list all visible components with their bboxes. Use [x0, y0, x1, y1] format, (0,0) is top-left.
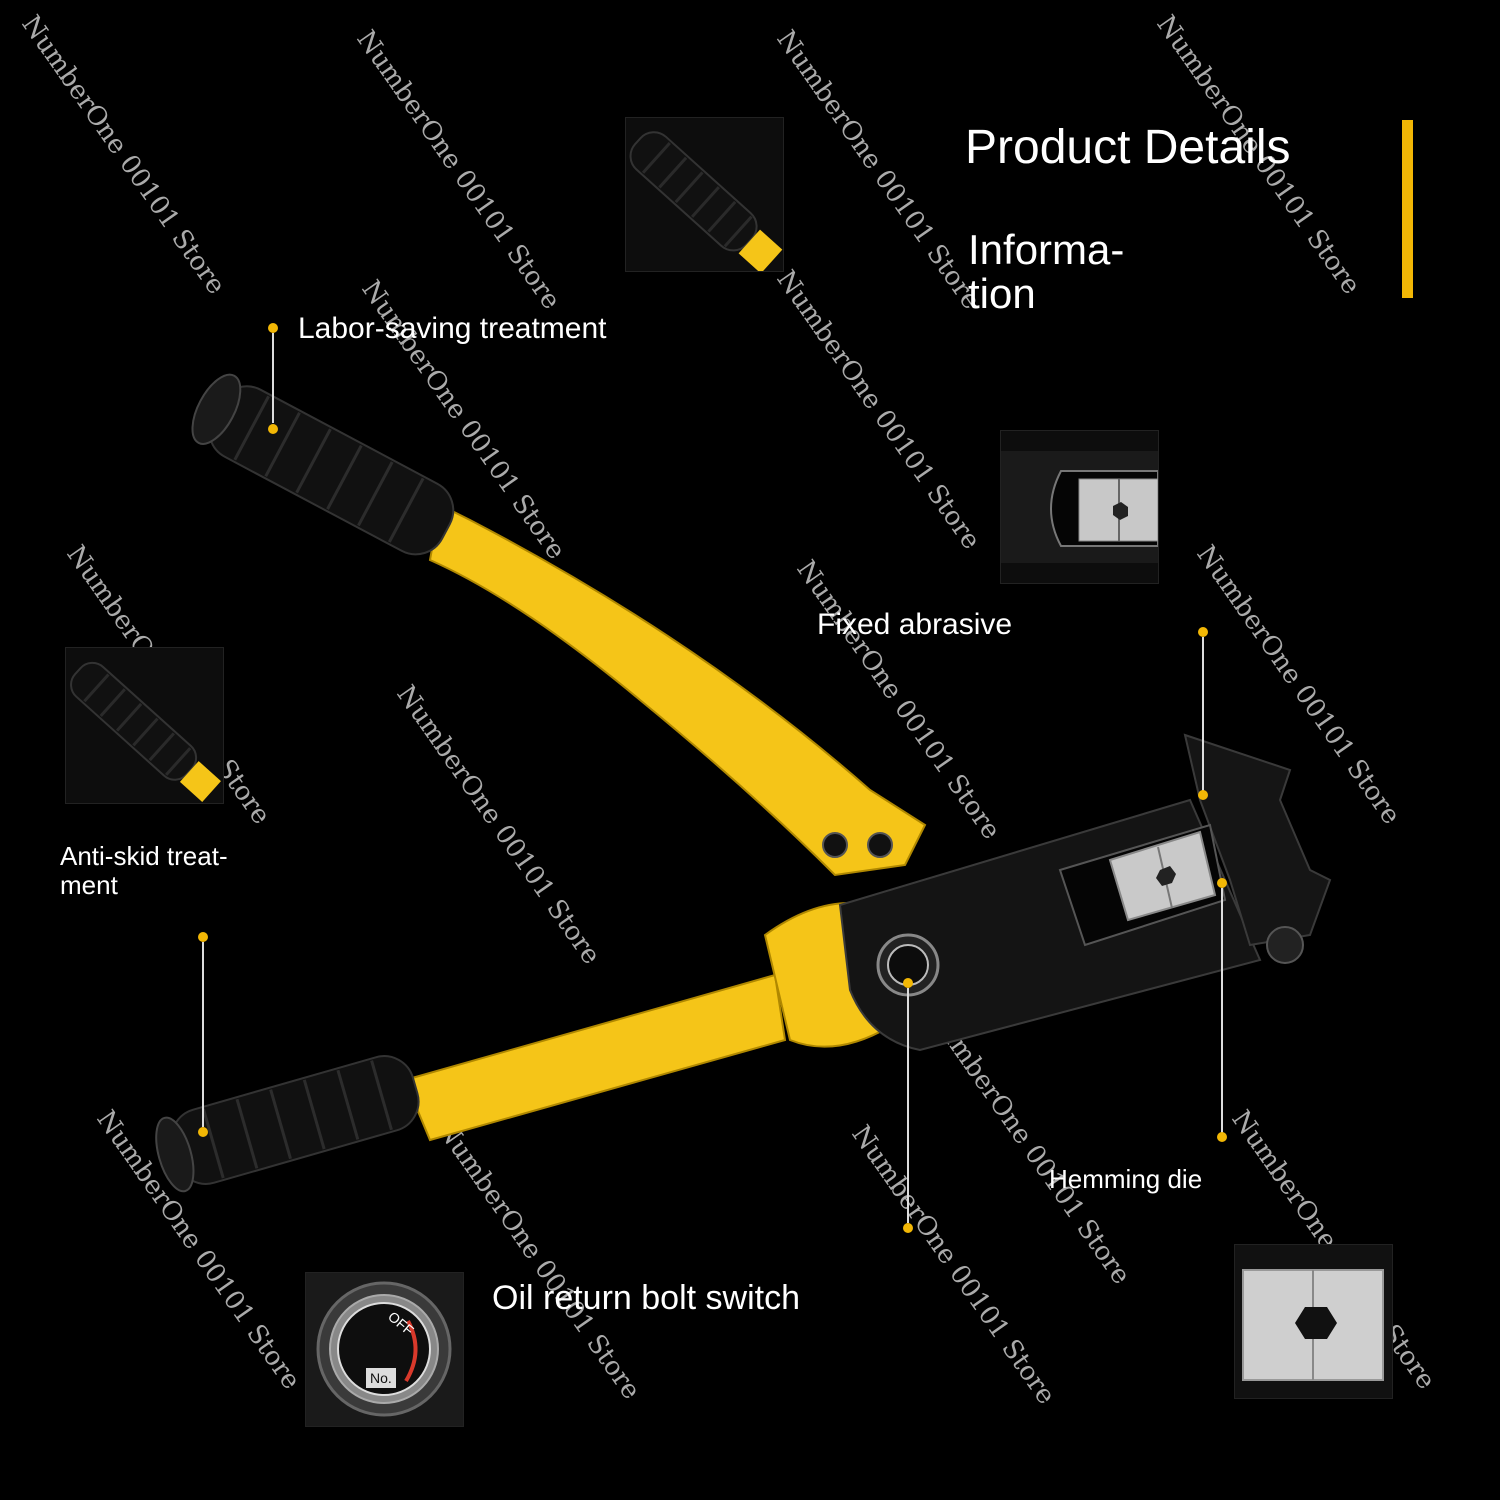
label-oil-return: Oil return bolt switch: [492, 1279, 800, 1317]
hemming-die-image: [1242, 1269, 1384, 1381]
callout-line: [272, 333, 274, 423]
switch-no-text: No.: [370, 1370, 392, 1386]
callout-line: [1202, 637, 1204, 792]
grip-detail-image: [629, 131, 783, 271]
accent-bar: [1402, 120, 1413, 298]
anti-skid-grip-image: [70, 661, 221, 802]
callout-dot: [903, 1223, 913, 1233]
die-detail-image: [1001, 451, 1158, 563]
callout-dot: [198, 1127, 208, 1137]
label-fixed-abrasive: Fixed abrasive: [817, 608, 1013, 641]
label-hemming-die: Hemming die: [1049, 1164, 1203, 1194]
callout-dot: [268, 323, 278, 333]
callout-dot: [903, 978, 913, 988]
page-subtitle: Informa- tion: [968, 226, 1125, 318]
callout-dot: [268, 424, 278, 434]
label-anti-skid: Anti-skid treat- ment: [60, 841, 228, 900]
die-thumbnail-bottom: [1234, 1244, 1393, 1399]
label-labor-saving: Labor-saving treatment: [298, 312, 607, 345]
callout-dot: [1198, 627, 1208, 637]
grip-thumbnail-left: [65, 647, 224, 804]
callout-line: [202, 942, 204, 1127]
switch-thumbnail: OFF No.: [305, 1272, 464, 1427]
die-thumbnail-top: [1000, 430, 1159, 584]
callout-dot: [1198, 790, 1208, 800]
oil-return-switch-image: OFF No.: [316, 1281, 452, 1417]
grip-thumbnail-top: [625, 117, 784, 272]
callout-dot: [1217, 878, 1227, 888]
callout-dot: [198, 932, 208, 942]
page-title: Product Details: [965, 121, 1291, 174]
callout-line: [1221, 888, 1223, 1133]
callout-dot: [1217, 1132, 1227, 1142]
callout-line: [907, 988, 909, 1223]
